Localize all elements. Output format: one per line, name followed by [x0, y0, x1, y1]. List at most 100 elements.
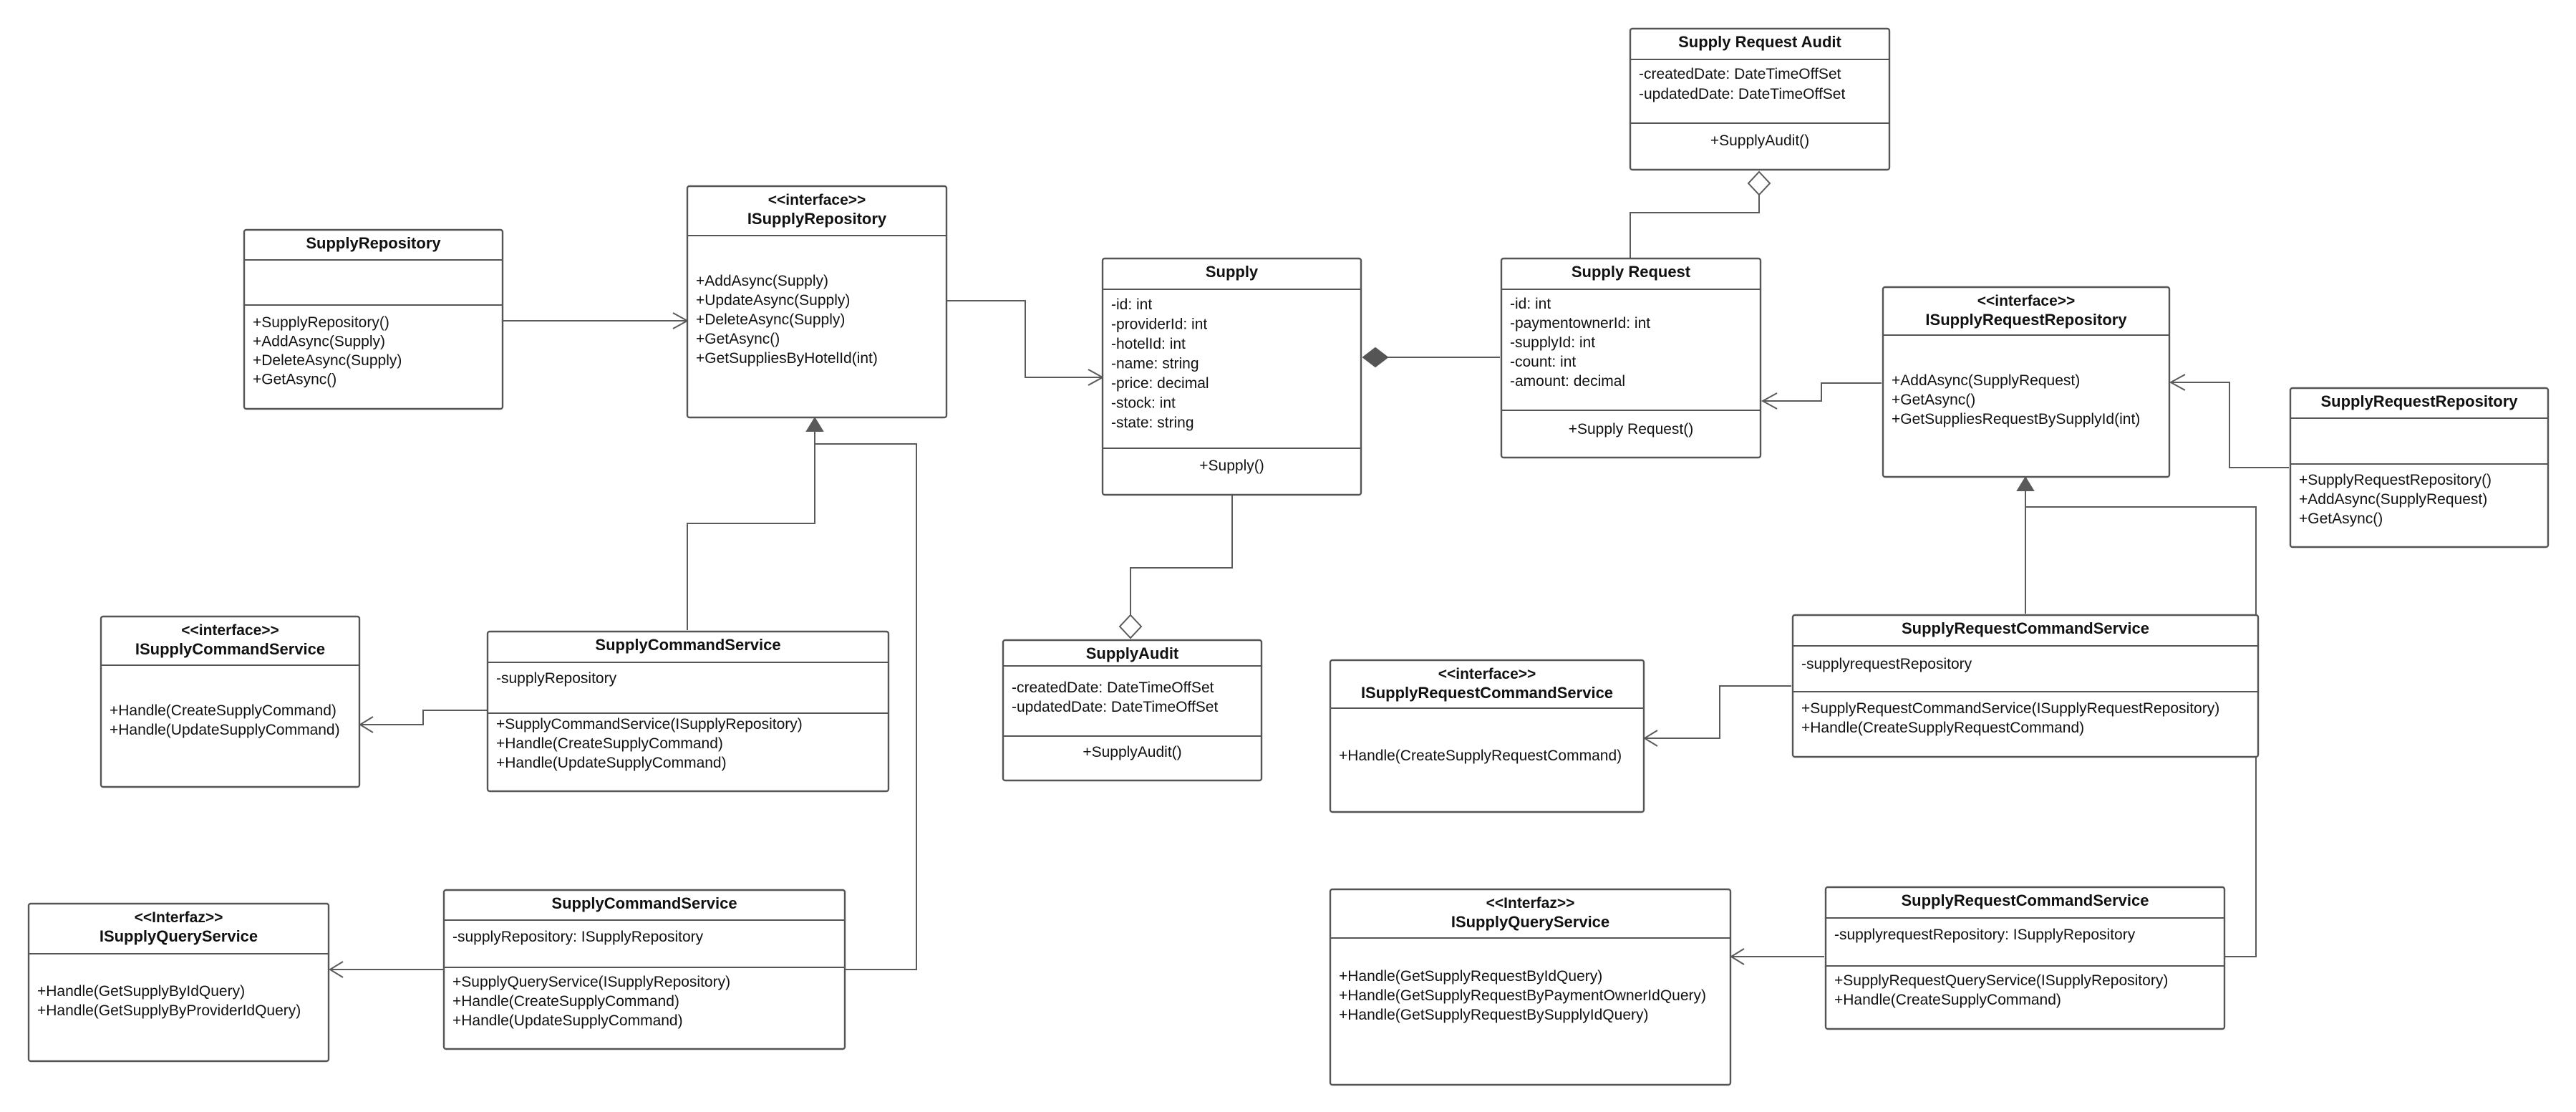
class-attribute: -name: string	[1111, 356, 1199, 372]
class-attribute: -hotelId: int	[1111, 336, 1186, 352]
class-method: +Supply Request()	[1569, 421, 1694, 437]
connector-supplyrequestcommandservice-isupplyrequestcommandservice	[1645, 685, 1791, 739]
class-attribute: -amount: decimal	[1510, 373, 1625, 390]
class-title: SupplyRequestRepository	[2320, 392, 2518, 410]
class-isupply-repository: <<interface>> ISupplyRepository +AddAsync(…	[686, 185, 948, 419]
class-box	[1824, 886, 2226, 1030]
class-method: +Handle(CreateSupplyCommand)	[496, 735, 723, 752]
class-attribute: -createdDate: DateTimeOffSet	[1012, 680, 1214, 696]
class-title: SupplyRequestCommandService	[1902, 891, 2149, 909]
class-attribute: -count: int	[1510, 354, 1576, 370]
class-attribute: -stock: int	[1111, 395, 1176, 412]
class-isupply-request-command-service: <<interface>> ISupplyRequestCommandServic…	[1329, 659, 1645, 813]
class-attribute: -updatedDate: DateTimeOffSet	[1639, 86, 1845, 102]
class-box	[1629, 27, 1891, 171]
class-method: +AddAsync(Supply)	[696, 273, 828, 289]
class-supply-audit: SupplyAudit -createdDate: DateTimeOffSet -…	[1002, 639, 1263, 782]
class-method: +DeleteAsync(Supply)	[696, 311, 845, 328]
arrow-head-isupplyrepository-up	[805, 417, 824, 432]
class-supply-request-query-service: SupplyRequestCommandService -supplyreques…	[1824, 886, 2226, 1030]
class-method: +SupplyRequestQueryService(ISupplyReposi…	[1834, 972, 2168, 989]
class-box	[1329, 659, 1645, 813]
connector-supply-supplyaudit	[1130, 495, 1233, 615]
class-attribute: -paymentownerId: int	[1510, 315, 1650, 332]
class-method: +SupplyRepository()	[253, 314, 389, 331]
class-method: +Handle(UpdateSupplyCommand)	[496, 755, 727, 771]
class-supply-repository: SupplyRepository+SupplyRepository()+AddA…	[243, 228, 504, 410]
class-attribute: -state: string	[1111, 415, 1194, 431]
class-method: +GetAsync()	[1892, 392, 1975, 408]
class-attribute: -supplyrequestRepository	[1801, 656, 1972, 672]
arrow-head-isupplyrequestrepository	[2169, 374, 2186, 391]
class-stereotype: <<interface>>	[1977, 293, 2076, 309]
class-stereotype: <<interface>>	[768, 192, 866, 208]
class-method: +Handle(GetSupplyRequestByPaymentOwnerId…	[1339, 987, 1706, 1004]
class-attribute: -supplyrequestRepository: ISupplyReposit…	[1834, 927, 2136, 943]
class-method: +Handle(UpdateSupplyCommand)	[110, 722, 340, 738]
class-method: +DeleteAsync(Supply)	[253, 352, 402, 369]
class-box	[1101, 257, 1362, 496]
arrow-head-isupplyrequestrepository-up	[2016, 476, 2035, 491]
class-title: ISupplyRepository	[747, 210, 887, 228]
class-isupply-query-service: <<Interfaz>>ISupplyQueryService+Handle(G…	[27, 902, 330, 1063]
class-box	[27, 902, 330, 1063]
class-method: +GetAsync()	[696, 331, 780, 347]
class-method: +Handle(CreateSupplyRequestCommand)	[1339, 748, 1622, 764]
connector-isupplyrequestrepository-supplyrequest	[1763, 382, 1882, 402]
class-method: +Handle(GetSupplyByIdQuery)	[37, 983, 245, 1000]
class-supply-query-service: SupplyCommandService-supplyRepository: I…	[442, 889, 846, 1050]
class-title: ISupplyQueryService	[1451, 913, 1609, 931]
class-supply: Supply-id: int-providerId: int-hotelId: …	[1101, 257, 1362, 496]
class-supply-command-service: SupplyCommandService-supplyRepository+Su…	[486, 630, 890, 793]
class-title: Supply	[1206, 263, 1259, 281]
class-method: +Handle(GetSupplyRequestBySupplyIdQuery)	[1339, 1007, 1649, 1023]
class-attribute: -price: decimal	[1111, 375, 1209, 392]
class-box	[2289, 387, 2550, 548]
class-box	[243, 228, 504, 410]
class-method: +SupplyAudit()	[1083, 744, 1181, 760]
class-method: +Handle(CreateSupplyRequestCommand)	[1801, 720, 2084, 736]
class-supply-request: Supply Request-id: int-paymentownerId: i…	[1500, 257, 1762, 459]
class-boxes: SupplyRepository +SupplyRepository() +AddA…	[27, 27, 2550, 1086]
class-method: +Handle(CreateSupplyCommand)	[1834, 992, 2061, 1008]
connector-supplyqueryservice-isupplyrepository	[815, 443, 917, 970]
class-isupply-request-repository: <<interface>>ISupplyRequestRepository+Ad…	[1882, 286, 2171, 478]
class-box	[486, 630, 890, 793]
class-method: +GetSuppliesRequestBySupplyId(int)	[1892, 411, 2140, 427]
class-box	[442, 889, 846, 1050]
class-supply-request-command-service: SupplyRequestCommandService-supplyreques…	[1791, 614, 2260, 758]
class-method: +SupplyCommandService(ISupplyRepository)	[496, 716, 803, 733]
class-attribute: -updatedDate: DateTimeOffSet	[1012, 699, 1218, 715]
class-title: ISupplyCommandService	[135, 640, 325, 658]
class-title: SupplyRepository	[306, 234, 441, 252]
class-title: SupplyCommandService	[551, 894, 737, 912]
class-attribute: -createdDate: DateTimeOffSet	[1639, 66, 1841, 82]
class-method: +Handle(CreateSupplyCommand)	[110, 702, 336, 719]
connector-supplycommandservice-isupplycommandservice	[360, 710, 488, 725]
class-method: +SupplyQueryService(ISupplyRepository)	[452, 974, 730, 990]
class-stereotype: <<interface>>	[1438, 666, 1536, 682]
class-stereotype: <<Interfaz>>	[135, 909, 223, 926]
connectors	[329, 170, 2289, 978]
connector-supplyrequestaudit-supplyrequest	[1630, 195, 1760, 258]
class-method: +Handle(UpdateSupplyCommand)	[452, 1012, 683, 1029]
class-supply-request-audit: Supply Request Audit-createdDate: DateTi…	[1629, 27, 1891, 171]
class-title: SupplyAudit	[1086, 644, 1179, 662]
composition-diamond	[1362, 347, 1389, 368]
class-method: +Supply()	[1199, 458, 1264, 474]
class-title: ISupplyRequestRepository	[1925, 311, 2127, 329]
class-stereotype: <<interface>>	[181, 622, 279, 639]
class-attribute: -supplyRepository	[496, 670, 617, 687]
class-method: +Handle(GetSupplyByProviderIdQuery)	[37, 1002, 301, 1019]
class-title: ISupplyRequestCommandService	[1361, 684, 1613, 702]
class-method: +SupplyRequestRepository()	[2299, 472, 2492, 488]
class-attribute: -id: int	[1111, 296, 1152, 313]
class-method: +GetAsync()	[2299, 511, 2383, 527]
connector-isupplyrepository-supply	[946, 300, 1101, 378]
class-method: +SupplyRequestCommandService(ISupplyRequ…	[1801, 700, 2219, 717]
class-attribute: -supplyId: int	[1510, 334, 1595, 351]
aggregation-diamond-supplyrequestaudit	[1747, 170, 1771, 196]
arrow-head-supplyrequest	[1761, 392, 1778, 410]
class-method: +SupplyAudit()	[1710, 132, 1809, 149]
class-isupply-command-service: <<interface>>ISupplyCommandService +Handl…	[100, 615, 361, 788]
